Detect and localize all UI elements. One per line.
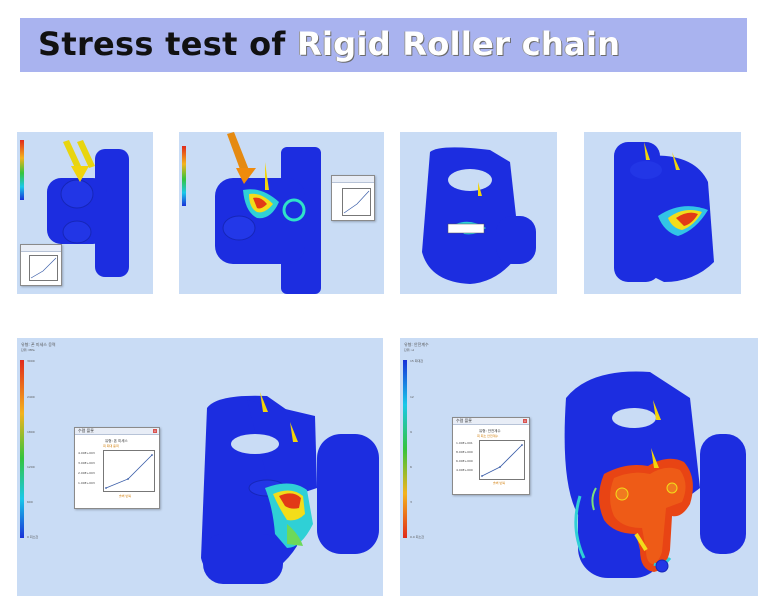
title-accent: Rigid Roller chain	[297, 25, 621, 63]
stress-view-1	[17, 132, 153, 294]
stress-legend-1	[20, 140, 24, 200]
legend-v1-6: 12	[410, 395, 414, 399]
convergence-dialog-5[interactable]: 수렴 플롯 x 유형: 폰 미세스 최 최대 응력 4.00E+003 3.00…	[74, 427, 160, 509]
stress-render-4	[614, 142, 714, 282]
legend-v4-6: 3	[410, 500, 412, 504]
title-banner	[20, 18, 747, 72]
legend-v2-5: 1800	[27, 430, 35, 434]
convergence-dialog-2[interactable]	[331, 175, 375, 221]
dialog-subheading-6: 최 최소 안전계수	[477, 434, 499, 438]
stress-render-5	[201, 392, 379, 584]
stress-legend-2	[182, 146, 186, 206]
stress-view-6: 유형: 안전계수 단위: ul 15 최대값 12 9 6 3 0.0 최소값 …	[400, 338, 758, 596]
result-unit-label-5: 단위: MPa	[21, 348, 35, 352]
dialog-subheading-5: 최 최대 응력	[103, 444, 119, 448]
dialog-ytick-6-3: 4.00E+000	[456, 468, 473, 472]
safety-render-6	[564, 371, 746, 578]
dialog-ytick-6-0: 1.00E+001	[456, 441, 473, 445]
dialog-xlabel-5: 솔버 반복	[119, 494, 131, 498]
stress-view-4	[584, 132, 741, 294]
dialog-close-button-6[interactable]: x	[523, 419, 527, 423]
stress-view-3	[400, 132, 557, 294]
convergence-dialog-6[interactable]: 수렴 플롯 x 유형: 안전계수 최 최소 안전계수 1.00E+001 8.0…	[452, 417, 530, 495]
result-type-label-6: 유형: 안전계수	[404, 342, 429, 347]
dialog-title-6: 수렴 플롯	[453, 418, 529, 425]
legend-min-5: 0 최소값	[27, 535, 39, 539]
result-unit-label-6: 단위: ul	[404, 348, 415, 352]
dialog-heading-5: 유형: 폰 미세스	[105, 439, 128, 443]
legend-max-6: 15 최대값	[410, 359, 424, 363]
page-title: Stress test of Rigid Roller chain	[38, 24, 620, 64]
stress-render-2	[215, 132, 321, 294]
legend-max-5: 3000	[27, 359, 35, 363]
legend-v3-6: 6	[410, 465, 412, 469]
legend-v2-6: 9	[410, 430, 412, 434]
title-prefix: Stress test of	[38, 25, 298, 63]
result-type-label-5: 유형: 폰 미세스 응력	[21, 342, 56, 347]
convergence-dialog-1[interactable]	[20, 244, 62, 286]
dialog-xlabel-6: 솔버 반복	[493, 481, 505, 485]
stress-render-3	[422, 147, 536, 284]
legend-min-6: 0.0 최소값	[410, 535, 425, 539]
legend-v4-5: 600	[27, 500, 33, 504]
dialog-close-button-5[interactable]: x	[153, 429, 157, 433]
stress-view-2	[179, 132, 384, 294]
dialog-ytick-5-3: 1.00E+003	[78, 481, 95, 485]
convergence-plot-6	[479, 440, 525, 480]
legend-v3-5: 1200	[27, 465, 35, 469]
dialog-ytick-5-1: 3.00E+003	[78, 461, 95, 465]
stress-render-1	[47, 140, 129, 277]
dialog-ytick-6-2: 6.00E+000	[456, 459, 473, 463]
legend-v1-5: 2400	[27, 395, 35, 399]
dialog-ytick-5-0: 4.00E+003	[78, 451, 95, 455]
safety-legend-6	[403, 360, 407, 538]
dialog-ytick-6-1: 8.00E+000	[456, 450, 473, 454]
dialog-heading-6: 유형: 안전계수	[479, 429, 501, 433]
stress-view-5: 유형: 폰 미세스 응력 단위: MPa 3000 2400 1800 1200…	[17, 338, 383, 596]
dialog-ytick-5-2: 2.00E+003	[78, 471, 95, 475]
convergence-plot-5	[103, 450, 155, 492]
dialog-title-5: 수렴 플롯	[75, 428, 159, 435]
stress-legend-5	[20, 360, 24, 538]
